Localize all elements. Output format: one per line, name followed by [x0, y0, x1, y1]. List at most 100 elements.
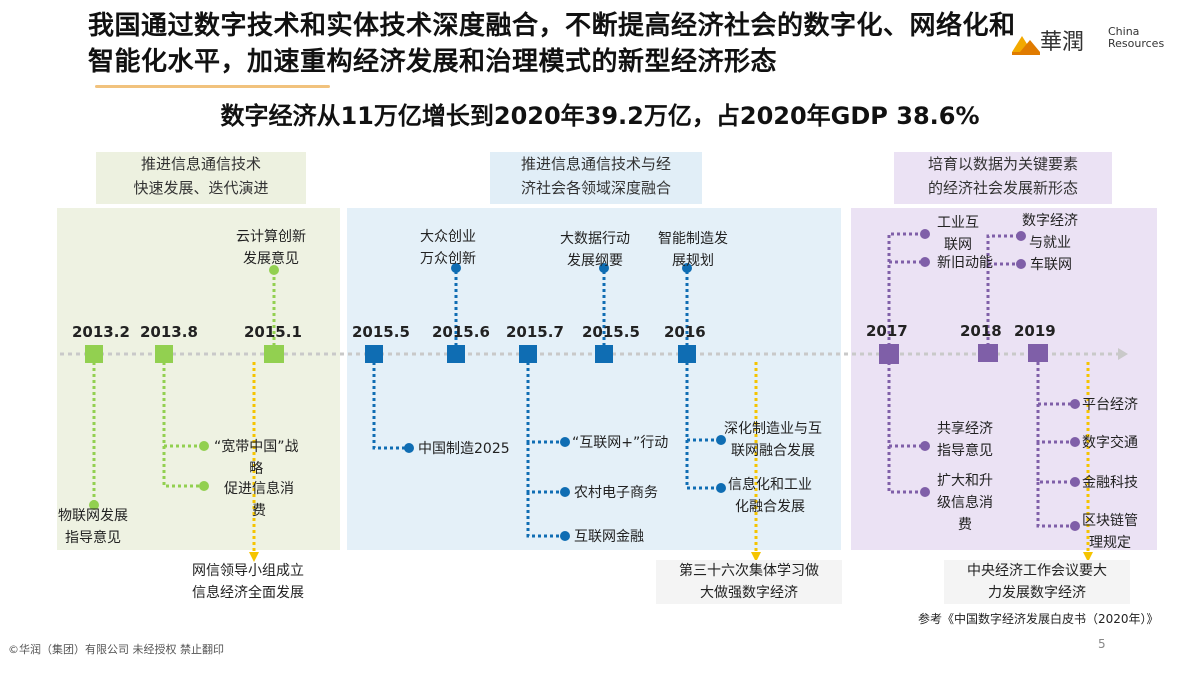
- connector-infocon: [162, 446, 200, 488]
- marker-2015-6: [447, 345, 465, 363]
- marker-2017: [879, 344, 899, 364]
- note-leading-group: 网信领导小组成立 信息经济全面发展: [192, 563, 304, 601]
- marker-2013-2: [85, 345, 103, 363]
- connector-internetplus: [526, 362, 562, 444]
- note-study36: 第三十六次集体学习做 大做强数字经济: [656, 560, 842, 604]
- connector-mic2025: [372, 362, 406, 450]
- marker-2018: [978, 344, 998, 362]
- event-mic2025: 中国制造2025: [418, 441, 510, 457]
- note-econ-conf: 中央经济工作会议要大 力发展数字经济: [944, 560, 1130, 604]
- logo-text-cn: 華潤: [1040, 30, 1085, 55]
- event-broadband: “宽带中国”战 略: [214, 439, 299, 477]
- event-infocon: 促进信息消 费: [224, 481, 294, 519]
- phase-1-heading: 推进信息通信技术 快速发展、迭代演进: [96, 152, 306, 204]
- connector-sharing: [887, 362, 922, 448]
- page-subtitle: 数字经济从11万亿增长到2020年39.2万亿，占2020年GDP 38.6%: [220, 102, 980, 130]
- dot-cloud: [269, 265, 279, 275]
- marker-2015-1: [264, 345, 284, 363]
- event-digitaljobs: 数字经济 与就业: [1022, 213, 1078, 251]
- event-blockchain: 区块链管 理规定: [1082, 513, 1138, 551]
- event-internetplus: “互联网+”行动: [572, 435, 669, 451]
- event-expandcon: 扩大和升 级信息消 费: [937, 473, 993, 533]
- year-label: 2018: [960, 322, 1002, 340]
- year-label: 2013.8: [140, 323, 198, 341]
- dot-digitaljobs: [1016, 231, 1026, 241]
- year-label: 2015.5: [582, 323, 640, 341]
- event-rural: 农村电子商务: [574, 485, 658, 501]
- marker-2015-7: [519, 345, 537, 363]
- connector-broadband: [162, 362, 200, 448]
- year-label: 2015.6: [432, 323, 490, 341]
- event-newmomentum: 新旧动能: [937, 255, 993, 271]
- dot-infocon: [199, 481, 209, 491]
- year-label: 2015.7: [506, 323, 564, 341]
- dot-expandcon: [920, 487, 930, 497]
- event-digitaltraffic: 数字交通: [1082, 435, 1138, 451]
- phase-3-panel: [851, 208, 1157, 550]
- connector-rural: [526, 442, 562, 494]
- event-infoind: 信息化和工业 化融合发展: [728, 477, 812, 515]
- year-label: 2015.5: [352, 323, 410, 341]
- page-number: 5: [1098, 637, 1106, 651]
- connector-deepmfg: [685, 362, 718, 442]
- marker-2019: [1028, 344, 1048, 362]
- dot-digitaltraffic: [1070, 437, 1080, 447]
- connector-platform: [1036, 362, 1072, 406]
- event-sharing: 共享经济 指导意见: [937, 421, 993, 459]
- event-bigdata: 大数据行动 发展纲要: [560, 231, 630, 269]
- phase-3-heading: 培育以数据为关键要素 的经济社会发展新形态: [894, 152, 1112, 204]
- event-dots: [89, 229, 1080, 541]
- page-title: 我国通过数字技术和实体技术深度融合，不断提高经济社会的数字化、网络化和智能化水平…: [88, 11, 1016, 77]
- event-smartmfg: 智能制造发 展规划: [658, 231, 728, 269]
- marker-2016: [678, 345, 696, 363]
- dot-iov: [1016, 259, 1026, 269]
- dot-fintech: [1070, 477, 1080, 487]
- copyright: ©华润（集团）有限公司 未经授权 禁止翻印: [8, 643, 224, 656]
- event-finance: 互联网金融: [574, 529, 644, 545]
- dot-dazhong: [451, 263, 461, 273]
- event-industrialnet: 工业互 联网: [937, 215, 979, 253]
- dot-industrialnet: [920, 229, 930, 239]
- event-deepmfg: 深化制造业与互 联网融合发展: [724, 421, 822, 459]
- arrow-leading-group: [249, 552, 259, 562]
- year-label: 2015.1: [244, 323, 302, 341]
- marker-2015-5: [365, 345, 383, 363]
- dot-sharing: [920, 441, 930, 451]
- connector-infoind: [685, 440, 718, 490]
- connector-blockchain: [1036, 482, 1072, 528]
- event-fintech: 金融科技: [1082, 475, 1138, 491]
- connector-digitaltraffic: [1036, 404, 1072, 444]
- timeline-arrow: [1118, 348, 1128, 360]
- event-cloud: 云计算创新 发展意见: [236, 229, 306, 267]
- year-label: 2019: [1014, 322, 1056, 340]
- dot-platform: [1070, 399, 1080, 409]
- reference-note: 参考《中国数字经济发展白皮书（2020年）》: [918, 612, 1159, 626]
- dot-mic2025: [404, 443, 414, 453]
- phase-2-heading: 推进信息通信技术与经 济社会各领域深度融合: [490, 152, 702, 204]
- dot-internetplus: [560, 437, 570, 447]
- dot-rural: [560, 487, 570, 497]
- dot-blockchain: [1070, 521, 1080, 531]
- connector-industrialnet: [887, 232, 922, 346]
- year-label: 2017: [866, 322, 908, 340]
- dot-newmomentum: [920, 257, 930, 267]
- event-iot: 物联网发展 指导意见: [58, 508, 128, 546]
- event-iov: 车联网: [1030, 257, 1072, 273]
- connector-fintech: [1036, 442, 1072, 484]
- event-platform: 平台经济: [1082, 397, 1138, 413]
- arrow-econ-conf: [1083, 552, 1093, 562]
- dot-iot: [89, 500, 99, 510]
- event-dazhong: 大众创业 万众创新: [420, 229, 476, 267]
- connector-expandcon: [887, 446, 922, 494]
- dot-deepmfg: [716, 435, 726, 445]
- dot-finance: [560, 531, 570, 541]
- marker-2015-5b: [595, 345, 613, 363]
- dot-infoind: [716, 483, 726, 493]
- dot-smartmfg: [682, 263, 692, 273]
- phase-1-panel: [57, 208, 340, 550]
- connector-finance: [526, 492, 562, 538]
- dot-broadband: [199, 441, 209, 451]
- year-label: 2013.2: [72, 323, 130, 341]
